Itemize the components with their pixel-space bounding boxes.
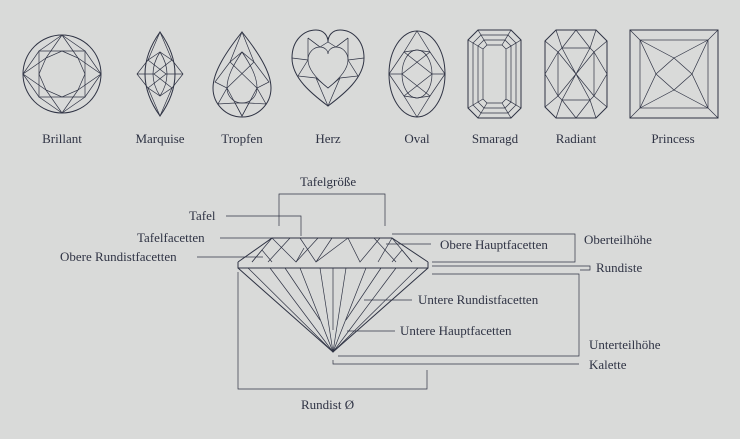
- radiant-cut-icon: [544, 29, 608, 119]
- cut-label-pear: Tropfen: [221, 131, 263, 146]
- label-upper-girdle-facets: Obere Rundistfacetten: [60, 249, 177, 264]
- cut-label-oval: Oval: [404, 131, 430, 146]
- label-girdle-diameter: Rundist Ø: [301, 397, 355, 412]
- marquise-cut-icon: [136, 31, 184, 117]
- oval-cut-icon: [388, 30, 446, 118]
- cut-label-emerald: Smaragd: [471, 131, 519, 146]
- label-lower-girdle-facets: Untere Rundistfacetten: [418, 292, 539, 307]
- label-culet: Kalette: [589, 357, 627, 372]
- cut-label-princess: Princess: [651, 131, 695, 146]
- brilliant-cut-icon: [22, 34, 102, 114]
- cut-label-radiant: Radiant: [555, 131, 597, 146]
- pear-cut-icon: [212, 31, 272, 118]
- emerald-cut-icon: [467, 29, 522, 119]
- label-table: Tafel: [189, 208, 216, 223]
- cut-label-heart: Herz: [315, 131, 341, 146]
- cut-label-marquise: Marquise: [135, 131, 185, 146]
- cut-label-brilliant: Brillant: [42, 131, 82, 146]
- heart-cut-icon: [291, 29, 365, 107]
- annotation-lines: [197, 193, 591, 390]
- label-table-size: Tafelgröße: [300, 174, 357, 189]
- label-star-facets: Tafelfacetten: [137, 230, 205, 245]
- label-pavilion-depth: Unterteilhöhe: [589, 337, 661, 352]
- label-girdle: Rundiste: [596, 260, 643, 275]
- princess-cut-icon: [629, 29, 719, 119]
- label-upper-main-facets: Obere Hauptfacetten: [440, 237, 548, 252]
- label-lower-main-facets: Untere Hauptfacetten: [400, 323, 512, 338]
- label-crown-height: Oberteilhöhe: [584, 232, 652, 247]
- brilliant-profile-icon: [237, 237, 429, 353]
